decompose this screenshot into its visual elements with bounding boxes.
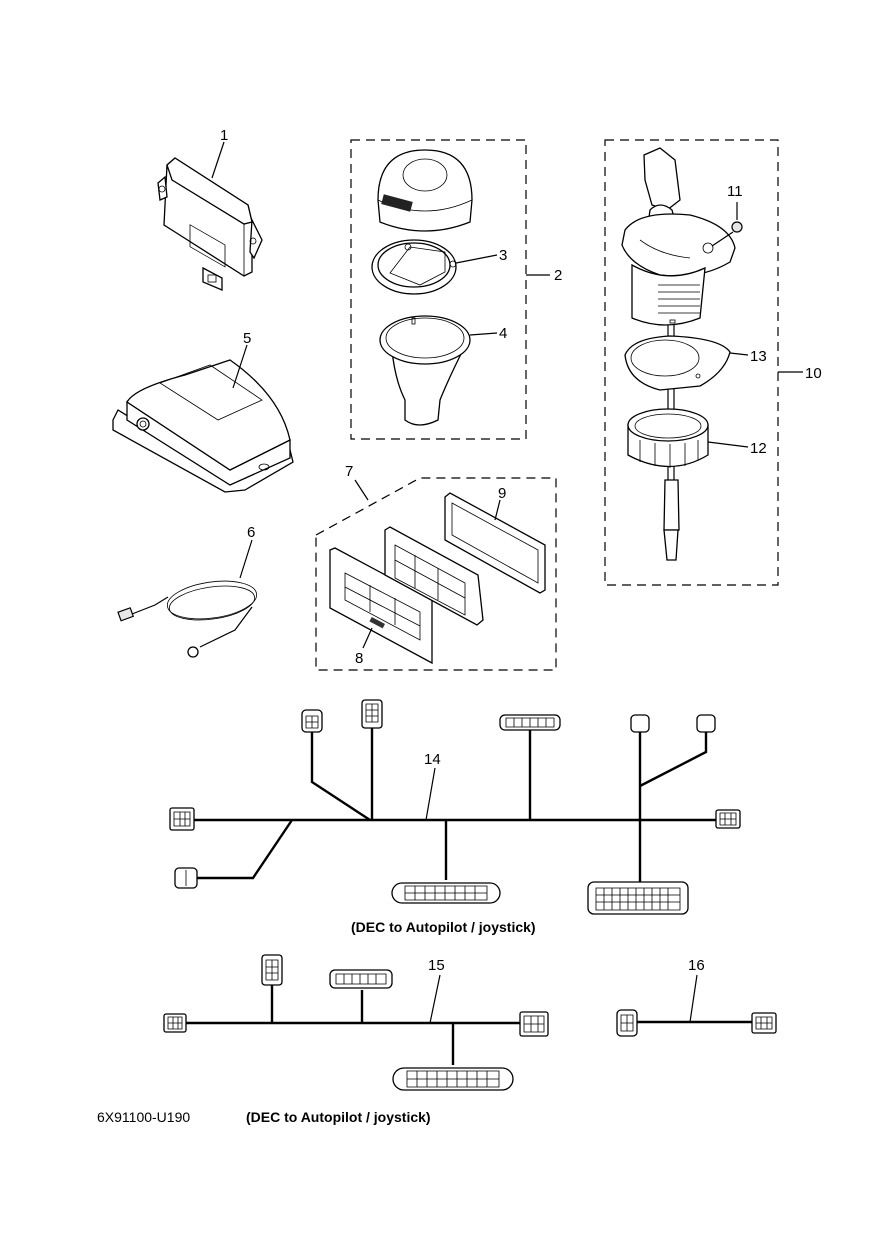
group-7-box <box>315 477 557 671</box>
leader-14 <box>425 767 436 821</box>
part-15-wire-harness <box>163 954 549 1091</box>
part-3-mounting-ring <box>371 239 457 295</box>
part-7-switch-body <box>384 526 484 626</box>
leader-15 <box>429 974 441 1024</box>
part-11-screw <box>711 221 743 247</box>
label-12: 12 <box>750 440 767 457</box>
label-4: 4 <box>499 325 507 342</box>
part-13-gasket <box>624 335 731 391</box>
leader-1 <box>211 141 225 179</box>
leader-8 <box>362 627 373 649</box>
label-15: 15 <box>428 957 445 974</box>
group-10-box <box>604 139 779 586</box>
part-12-nut <box>627 408 709 468</box>
leader-12 <box>707 441 749 448</box>
label-16: 16 <box>688 957 705 974</box>
label-14: 14 <box>424 751 441 768</box>
caption-harness-15: (DEC to Autopilot / joystick) <box>246 1109 431 1125</box>
part-16-extension-cable <box>616 1009 777 1037</box>
leader-9 <box>494 499 501 521</box>
leader-7 <box>354 479 369 501</box>
label-13: 13 <box>750 348 767 365</box>
leader-3 <box>455 254 498 264</box>
label-7: 7 <box>345 463 353 480</box>
leader-4 <box>469 332 498 336</box>
diagram-code: 6X91100-U190 <box>97 1109 190 1125</box>
label-9: 9 <box>498 485 506 502</box>
part-6-cable <box>117 580 258 658</box>
part-10-joystick <box>621 147 736 561</box>
label-3: 3 <box>499 247 507 264</box>
leader-13 <box>729 352 749 356</box>
leader-16 <box>689 974 698 1023</box>
leader-5 <box>232 344 248 389</box>
part-2-dome-cap <box>377 149 473 232</box>
caption-harness-14: (DEC to Autopilot / joystick) <box>351 919 536 935</box>
part-4-base <box>379 315 471 426</box>
leader-6 <box>239 539 253 579</box>
label-1: 1 <box>220 127 228 144</box>
part-9-seal <box>444 492 546 594</box>
part-8-switch-panel <box>329 547 433 665</box>
part-14-wire-harness <box>169 699 741 915</box>
label-6: 6 <box>247 524 255 541</box>
part-5-sensor-box <box>112 359 294 493</box>
label-11: 11 <box>727 183 743 200</box>
part-1-control-unit <box>157 157 263 291</box>
label-2: 2 <box>554 267 562 284</box>
group-2-box <box>350 139 527 440</box>
label-5: 5 <box>243 330 251 347</box>
label-10: 10 <box>805 365 822 382</box>
label-8: 8 <box>355 650 363 667</box>
